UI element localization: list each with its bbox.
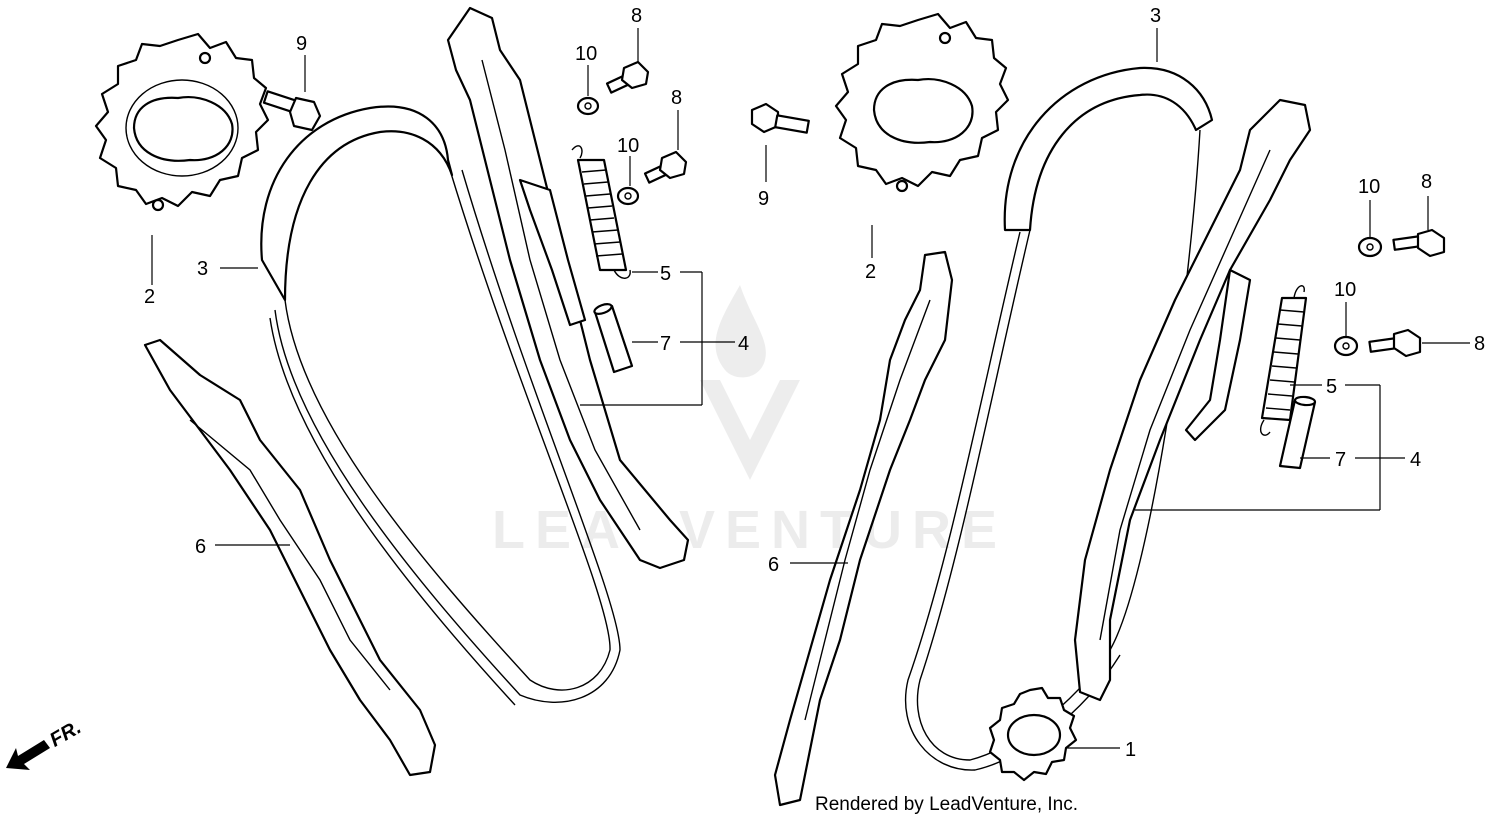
callout-8-upper-right: 8 xyxy=(1421,171,1432,193)
collar-left xyxy=(593,303,634,374)
cam-sprocket-left xyxy=(94,32,270,212)
cam-chain-left xyxy=(260,105,621,706)
callout-4-right: 4 xyxy=(1410,449,1421,471)
callout-10-upper-left: 10 xyxy=(575,43,597,65)
callout-2-right: 2 xyxy=(865,261,876,283)
render-credit: Rendered by LeadVenture, Inc. xyxy=(815,794,1078,815)
callout-9-right: 9 xyxy=(758,188,769,210)
front-direction-indicator: FR. xyxy=(6,716,85,770)
callout-labels: 2 3 9 10 8 10 8 5 7 4 6 9 2 3 10 8 10 8 … xyxy=(144,5,1485,761)
cam-sprocket-right xyxy=(834,12,1010,193)
callout-6-right: 6 xyxy=(768,554,779,576)
spring-left xyxy=(571,145,631,279)
bolt-9-left xyxy=(262,90,322,132)
leader-lines xyxy=(151,28,1470,749)
callout-5-right: 5 xyxy=(1326,376,1337,398)
bolt-8-upper-right xyxy=(1392,228,1446,258)
callout-8-lower-right: 8 xyxy=(1474,333,1485,355)
callout-10-lower-left: 10 xyxy=(617,135,639,157)
callout-3-left: 3 xyxy=(197,258,208,280)
callout-3-right: 3 xyxy=(1150,5,1161,27)
callout-9-left: 9 xyxy=(296,33,307,55)
bolt-8-upper-left xyxy=(605,60,650,94)
callout-8-lower-left: 8 xyxy=(671,87,682,109)
callout-10-lower-right: 10 xyxy=(1334,279,1356,301)
callout-6-left: 6 xyxy=(195,536,206,558)
washer-10-lower-left xyxy=(616,186,640,206)
callout-10-upper-right: 10 xyxy=(1358,176,1380,198)
callout-2-left: 2 xyxy=(144,286,155,308)
chain-guide-right xyxy=(773,250,954,807)
bolt-8-lower-right xyxy=(1368,328,1422,358)
washer-10-lower-right xyxy=(1333,335,1359,357)
front-arrow-icon xyxy=(6,740,50,770)
callout-5-left: 5 xyxy=(660,263,671,285)
tensioner-arm-right xyxy=(1073,98,1312,702)
callout-1-right: 1 xyxy=(1125,739,1136,761)
callout-7-left: 7 xyxy=(660,333,671,355)
washer-10-upper-right xyxy=(1357,236,1383,258)
callout-4-left: 4 xyxy=(738,333,749,355)
callout-7-right: 7 xyxy=(1335,449,1346,471)
crank-sprocket-right xyxy=(988,686,1078,782)
chain-guide-left xyxy=(143,338,437,777)
bolt-9-right xyxy=(750,102,810,134)
callout-8-upper-left: 8 xyxy=(631,5,642,27)
tensioner-arm-left xyxy=(446,6,690,570)
collar-right xyxy=(1278,395,1317,470)
bolt-8-lower-left xyxy=(643,150,688,184)
front-direction-label: FR. xyxy=(46,716,85,751)
washer-10-upper-left xyxy=(576,96,600,116)
